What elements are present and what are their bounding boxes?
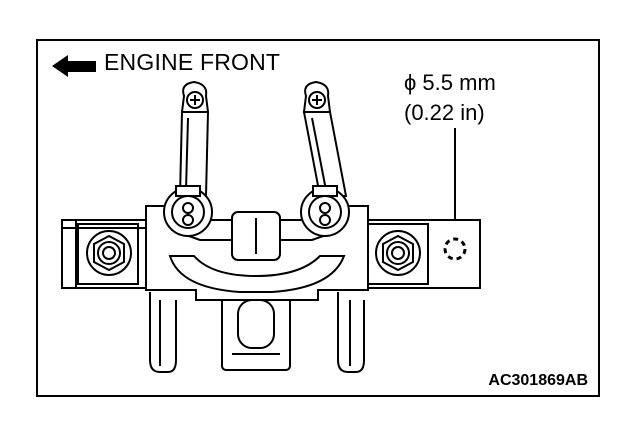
left-bolt <box>86 230 132 276</box>
diagram-frame <box>36 39 600 397</box>
right-bolt <box>375 230 421 276</box>
right-rod <box>300 80 350 237</box>
hole-size-mm: ϕ 5.5 mm <box>404 70 496 95</box>
dashed-circle-icon <box>443 237 467 261</box>
hole-size-label: ϕ 5.5 mm (0.22 in) <box>404 68 496 128</box>
engine-front-label: ENGINE FRONT <box>104 49 281 75</box>
rocker-body <box>145 205 369 301</box>
arrow-left-icon <box>52 55 96 77</box>
left-rod <box>163 80 213 237</box>
hole-size-in: (0.22 in) <box>404 100 485 125</box>
figure-id: AC301869AB <box>488 372 588 389</box>
support-legs <box>149 292 365 373</box>
leader-line <box>449 128 461 234</box>
